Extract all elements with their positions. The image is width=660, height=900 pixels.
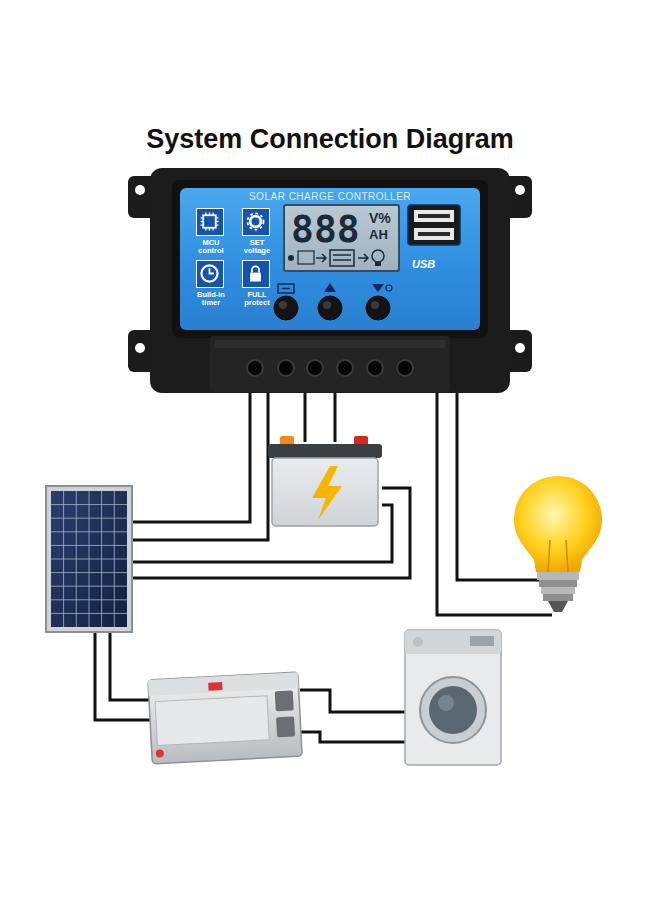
icon-glyph bbox=[197, 261, 222, 286]
feature-icon: Build-in timer bbox=[190, 260, 232, 308]
wires-part bbox=[457, 393, 540, 580]
solar-panel-part-part bbox=[51, 559, 127, 560]
controller-housing-part bbox=[515, 343, 525, 353]
light-bulb-part bbox=[548, 540, 568, 572]
controller-housing-part bbox=[172, 180, 488, 338]
light-bulb-part bbox=[537, 572, 579, 580]
battery bbox=[268, 436, 382, 526]
feature-icon: SET voltage bbox=[236, 208, 278, 256]
port-label: USB bbox=[412, 258, 462, 270]
icon-glyph-part bbox=[201, 265, 217, 281]
icon-glyph-part bbox=[210, 268, 214, 273]
wires-part bbox=[132, 393, 250, 522]
controller-housing-part bbox=[215, 340, 445, 348]
washing-machine bbox=[405, 630, 501, 765]
solar-panel-part-part bbox=[51, 613, 127, 614]
feature-icon: MCU control bbox=[190, 208, 232, 256]
feature-label: Build-in timer bbox=[190, 291, 232, 307]
feature-label: FULL protect bbox=[236, 291, 278, 307]
wires-part bbox=[304, 393, 307, 442]
solar-panel-part-part bbox=[51, 504, 127, 505]
battery-part bbox=[268, 444, 382, 458]
wires-part bbox=[132, 393, 268, 540]
icon-glyph bbox=[243, 261, 268, 286]
power-inverter bbox=[148, 672, 302, 764]
feature-label: MCU control bbox=[190, 239, 232, 255]
terminal-holes-part bbox=[397, 360, 413, 376]
terminal-holes-part bbox=[307, 360, 323, 376]
feature-label: SET voltage bbox=[236, 239, 278, 255]
icon-square bbox=[242, 208, 270, 236]
power-inverter-part bbox=[156, 749, 164, 757]
light-bulb-part bbox=[514, 476, 602, 572]
solar-panel-part-part bbox=[51, 518, 127, 519]
terminal-holes-part bbox=[337, 360, 353, 376]
controller-housing-part bbox=[515, 185, 525, 195]
solar-panel bbox=[46, 486, 132, 632]
icon-glyph-part bbox=[203, 215, 216, 228]
feature-icon: FULL protect bbox=[236, 260, 278, 308]
controller-housing-part bbox=[210, 336, 450, 392]
power-inverter-part bbox=[148, 672, 302, 764]
icon-glyph bbox=[197, 209, 222, 234]
washing-machine-part bbox=[405, 630, 501, 654]
light-bulb-part bbox=[541, 587, 575, 594]
washing-machine-part bbox=[429, 686, 477, 734]
controller-housing bbox=[128, 168, 532, 393]
washing-machine-part bbox=[438, 695, 454, 711]
icon-glyph bbox=[243, 209, 268, 234]
controller-housing-part bbox=[135, 343, 145, 353]
washing-machine-part bbox=[420, 677, 486, 743]
diagram-title: System Connection Diagram bbox=[0, 124, 660, 155]
controller-label: SOLAR CHARGE CONTROLLER bbox=[180, 192, 480, 203]
power-inverter-part bbox=[155, 696, 269, 746]
controller-housing-part bbox=[150, 168, 510, 393]
icon-square bbox=[196, 208, 224, 236]
solar-panel-part-part bbox=[51, 545, 127, 546]
light-bulb-part bbox=[548, 601, 568, 612]
controller-housing-part bbox=[135, 185, 145, 195]
power-inverter-part bbox=[208, 682, 222, 691]
washing-machine-part bbox=[470, 636, 494, 646]
icon-glyph-part bbox=[252, 266, 259, 272]
lcd-unit: AH bbox=[369, 228, 399, 242]
wires-part bbox=[300, 732, 405, 742]
lcd-unit: V% bbox=[369, 211, 399, 226]
battery-part bbox=[272, 458, 378, 526]
terminal-holes bbox=[247, 360, 413, 376]
light-bulb-part bbox=[539, 580, 577, 587]
terminal-holes-part bbox=[278, 360, 294, 376]
solar-panel-part-part bbox=[51, 586, 127, 587]
solar-panel-part-part bbox=[51, 531, 127, 532]
solar-panel-part bbox=[46, 486, 132, 632]
icon-glyph-part bbox=[247, 213, 263, 229]
icon-square bbox=[196, 260, 224, 288]
power-inverter-part bbox=[275, 690, 294, 711]
light-bulb bbox=[514, 476, 602, 612]
lcd-screen: 888V% AH bbox=[283, 204, 400, 272]
lcd-digits: 888 bbox=[291, 210, 367, 250]
icon-glyph-part bbox=[250, 216, 261, 227]
wires-part bbox=[300, 690, 405, 712]
washing-machine-part bbox=[413, 637, 423, 647]
power-inverter-part bbox=[276, 716, 295, 737]
icon-glyph-part bbox=[250, 273, 261, 282]
solar-panel-part-part bbox=[51, 599, 127, 600]
washing-machine-part bbox=[405, 630, 501, 765]
terminal-holes-part bbox=[367, 360, 383, 376]
battery-part bbox=[312, 466, 342, 520]
icon-glyph-part bbox=[201, 213, 219, 231]
terminal-holes-part bbox=[247, 360, 263, 376]
solar-panel-part bbox=[51, 491, 127, 627]
icon-square bbox=[242, 260, 270, 288]
light-bulb-part bbox=[543, 594, 573, 601]
solar-panel-part bbox=[51, 491, 127, 627]
wires-part bbox=[95, 505, 392, 720]
wires-part bbox=[334, 393, 337, 442]
solar-panel-part-part bbox=[51, 572, 127, 573]
